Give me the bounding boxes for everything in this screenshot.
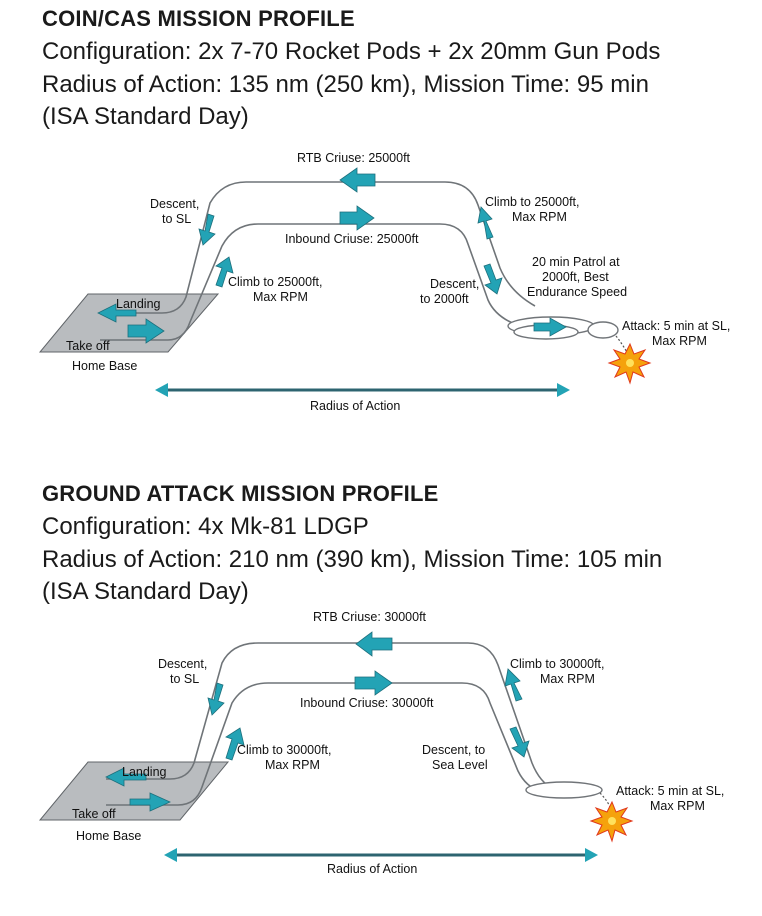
coin-landing-label: Landing: [116, 297, 161, 311]
coin-patrol-label: 20 min Patrol at: [532, 255, 620, 269]
ground-roa-label: Radius of Action: [327, 862, 417, 876]
coin-climb-back-label-2: Max RPM: [512, 210, 567, 224]
ground-landing-label: Landing: [122, 765, 167, 779]
coin-home-base-label: Home Base: [72, 359, 137, 373]
ground-climb-back-label-2: Max RPM: [540, 672, 595, 686]
ground-inbound-label: Inbound Criuse: 30000ft: [300, 696, 434, 710]
coin-profile-title: COIN/CAS MISSION PROFILE: [42, 6, 355, 31]
ground-config-text: Configuration: 4x Mk-81 LDGP: [42, 513, 369, 540]
attack-orbit: [587, 321, 619, 339]
home-base-pad: [38, 293, 220, 353]
ground-attack-label: Attack: 5 min at SL,: [616, 784, 724, 798]
coin-attack-label: Attack: 5 min at SL,: [622, 319, 730, 333]
ground-attack-label-2: Max RPM: [650, 799, 705, 813]
coin-descent-sl-label-2: to SL: [162, 212, 191, 226]
coin-profile-section: COIN/CAS MISSION PROFILE Configuration: …: [0, 0, 762, 450]
coin-descent-patrol-label: Descent,: [430, 277, 479, 291]
coin-climb-out-label: Climb to 25000ft,: [228, 275, 323, 289]
coin-conditions-text: (ISA Standard Day): [42, 103, 249, 130]
ground-descent-sea-label: Descent, to: [422, 743, 485, 757]
coin-takeoff-label: Take off: [66, 339, 110, 353]
flight-direction-arrow: [105, 631, 530, 812]
coin-inbound-label: Inbound Criuse: 25000ft: [285, 232, 419, 246]
coin-roa-label: Radius of Action: [310, 399, 400, 413]
ground-rtb-label: RTB Criuse: 30000ft: [313, 610, 427, 624]
coin-climb-back-label: Climb to 25000ft,: [485, 195, 580, 209]
ground-home-base-label: Home Base: [76, 829, 141, 843]
coin-climb-out-label-2: Max RPM: [253, 290, 308, 304]
ground-descent-sl-label: Descent,: [158, 657, 207, 671]
coin-profile-diagram: RTB Criuse: 25000ft Descent, to SL Climb…: [38, 151, 730, 413]
coin-attack-label-2: Max RPM: [652, 334, 707, 348]
ground-descent-sl-label-2: to SL: [170, 672, 199, 686]
coin-descent-sl-label: Descent,: [150, 197, 199, 211]
coin-patrol-label-3: Endurance Speed: [527, 285, 627, 299]
ground-takeoff-label: Take off: [72, 807, 116, 821]
coin-descent-patrol-label-2: to 2000ft: [420, 292, 469, 306]
ground-climb-out-label-2: Max RPM: [265, 758, 320, 772]
ground-radius-text: Radius of Action: 210 nm (390 km), Missi…: [42, 546, 663, 573]
attack-orbit: [525, 781, 603, 799]
ground-descent-sea-label-2: Sea Level: [432, 758, 488, 772]
coin-radius-text: Radius of Action: 135 nm (250 km), Missi…: [42, 71, 649, 98]
ground-climb-back-label: Climb to 30000ft,: [510, 657, 605, 671]
ground-climb-out-label: Climb to 30000ft,: [237, 743, 332, 757]
coin-patrol-label-2: 2000ft, Best: [542, 270, 609, 284]
coin-config-text: Configuration: 2x 7-70 Rocket Pods + 2x …: [42, 38, 661, 65]
flight-direction-arrow: [97, 167, 567, 344]
ground-profile-section: GROUND ATTACK MISSION PROFILE Configurat…: [0, 475, 762, 916]
ground-conditions-text: (ISA Standard Day): [42, 578, 249, 605]
ground-profile-diagram: RTB Criuse: 30000ft Descent, to SL Climb…: [38, 610, 724, 876]
coin-rtb-label: RTB Criuse: 25000ft: [297, 151, 411, 165]
ground-profile-title: GROUND ATTACK MISSION PROFILE: [42, 481, 439, 506]
